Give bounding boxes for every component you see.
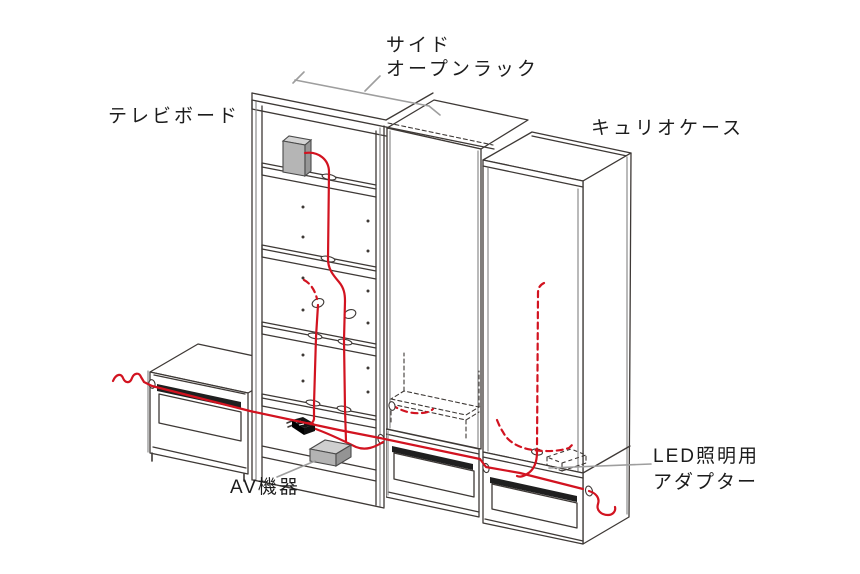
cable-curio-drop	[515, 450, 539, 478]
shelf-device-box	[281, 135, 313, 178]
label-led-adapter: LED照明用 アダプター	[653, 444, 759, 496]
label-side-open-rack: サイド オープンラック	[386, 34, 539, 82]
tv-rack-top-receding-edge	[385, 92, 434, 121]
label-curio-case-text: キュリオケース	[591, 118, 745, 139]
label-av-equipment-text: AV機器	[230, 477, 300, 498]
cable-side-rack-hidden	[390, 403, 435, 415]
curio-base-cabinet	[482, 451, 584, 545]
curio-front	[482, 159, 584, 474]
cable-curio-vertical-hidden	[535, 281, 546, 451]
side-rack-bracket	[292, 71, 441, 116]
side-rack-base-cabinet	[385, 428, 480, 518]
cable-to-led-adapter-hidden	[495, 418, 576, 453]
side-rack-front	[386, 127, 482, 450]
label-side-open-rack-line1: サイド	[386, 35, 453, 56]
tv-board-tall-rack	[251, 92, 434, 509]
av-equipment-box	[308, 439, 353, 467]
label-side-open-rack-line2: オープンラック	[386, 59, 539, 80]
cable-floor-cord	[311, 426, 385, 450]
cable-main-run	[111, 372, 585, 491]
side-rack-cable-hole	[388, 401, 396, 411]
shelf-pin-holes	[301, 205, 370, 394]
cable-hidden-tail	[302, 278, 319, 301]
label-led-adapter-line2: アダプター	[653, 472, 759, 493]
av-leader-line	[276, 460, 316, 478]
led-leader-line	[548, 463, 652, 469]
label-led-adapter-line1: LED照明用	[653, 446, 759, 467]
curio-case	[482, 131, 632, 545]
label-tv-board-text: テレビボード	[108, 106, 241, 127]
label-curio-case: キュリオケース	[591, 117, 744, 141]
label-av-equipment: AV機器	[230, 476, 300, 500]
cable-device-to-av	[303, 151, 348, 443]
side-open-rack	[385, 99, 529, 518]
tv-rack-shelves	[261, 162, 377, 429]
side-rack-hatch-edge	[385, 126, 495, 150]
curio-right-side	[582, 152, 632, 545]
cable-right-exit-squiggle	[587, 489, 617, 517]
label-tv-board: テレビボード	[108, 105, 240, 129]
